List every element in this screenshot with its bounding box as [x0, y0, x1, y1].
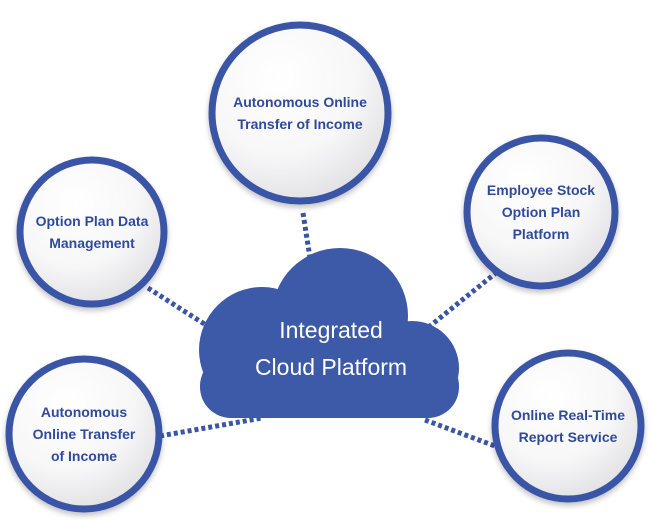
node-label-line: Report Service [519, 429, 618, 445]
cloud-title-line-1: Integrated [279, 317, 383, 343]
connector-lower-left [159, 415, 263, 439]
node-lower-right-circle [491, 349, 645, 503]
node-lower-left-circle [5, 355, 163, 513]
node-label-line: Online Real-Time [511, 407, 625, 423]
cloud-title-line-2: Cloud Platform [255, 354, 407, 380]
node-label-line: Platform [513, 226, 570, 242]
connector-lower-right [424, 417, 496, 449]
node-upper-right-circle [463, 134, 619, 290]
node-label-line: Transfer of Income [237, 116, 362, 132]
node-label-line: Option Plan [502, 204, 581, 220]
connector-top [300, 212, 313, 259]
node-label-line: Autonomous [41, 404, 128, 420]
node-label-line: Autonomous Online [233, 94, 367, 110]
cloud-node: Integrated Cloud Platform [199, 248, 459, 418]
cloud-shape [199, 248, 459, 418]
node-top-circle [208, 21, 392, 205]
connector-upper-right [423, 270, 499, 332]
node-label-line: Employee Stock [487, 182, 595, 198]
node-label-line: Option Plan Data [36, 213, 149, 229]
node-label-line: of Income [51, 448, 117, 464]
node-label-line: Online Transfer [33, 426, 136, 442]
node-upper-left-circle [16, 156, 168, 308]
node-label-line: Management [49, 235, 135, 251]
